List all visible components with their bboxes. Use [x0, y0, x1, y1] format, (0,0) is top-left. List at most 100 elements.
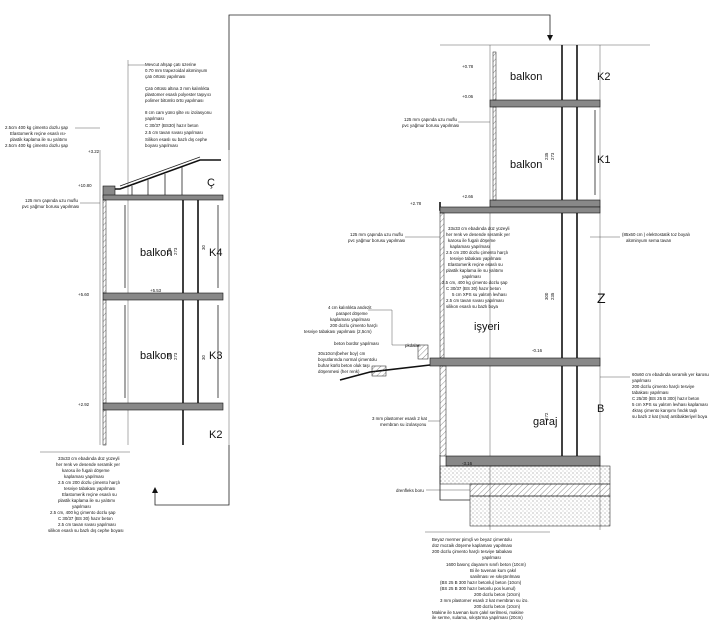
membrane-note: 3 mm plastomer esaslı 2 kat membran su i…	[372, 416, 440, 427]
svg-text:125 mm çapında uzu muflu: 125 mm çapında uzu muflu	[404, 117, 458, 122]
svg-text:yapılması: yapılması	[462, 274, 481, 279]
svg-text:200 dozlu beton (10cm): 200 dozlu beton (10cm)	[474, 592, 521, 597]
svg-text:33x33 cm ebadında düz yüzeyli: 33x33 cm ebadında düz yüzeyli	[58, 456, 120, 461]
svg-text:-3.16: -3.16	[462, 461, 473, 466]
svg-text:Elastomerik reçine esaslı ısı-: Elastomerik reçine esaslı ısı-	[10, 131, 67, 136]
svg-text:200 dozlu çimento harçlı: 200 dozlu çimento harçlı	[330, 323, 378, 328]
svg-text:boyası yapılması: boyası yapılması	[145, 143, 178, 148]
svg-text:(85x60 cm ) elektrostatik toz: (85x60 cm ) elektrostatik toz boyalı	[622, 232, 690, 237]
svg-text:drenfleks boru: drenfleks boru	[396, 488, 424, 493]
svg-text:Makine ile tuvenan kum çakıl s: Makine ile tuvenan kum çakıl serilmesi, …	[432, 610, 524, 615]
svg-text:silikon esaslı su bazlı boya: silikon esaslı su bazlı boya	[446, 304, 499, 309]
room-label-balkon-k3: balkon	[140, 350, 172, 362]
svg-text:2.5 cm 200 dozlu çimento harçl: 2.5 cm 200 dozlu çimento harçlı	[58, 480, 120, 485]
right-section: balkon K2 balkon K1 işyeri Z garaj B 235	[228, 14, 709, 620]
svg-text:235: 235	[167, 247, 172, 255]
svg-text:2.5 cm tavan sıvası yapılması: 2.5 cm tavan sıvası yapılması	[58, 522, 116, 527]
svg-text:Mevcut ahşap çatı üzerine: Mevcut ahşap çatı üzerine	[145, 62, 197, 67]
right-levels: +0.78 +0.06 +2.66 +2.78 -0.16 -3.16	[410, 64, 543, 466]
svg-text:kaplaması yapılması: kaplaması yapılması	[64, 474, 104, 479]
svg-text:30: 30	[201, 355, 206, 360]
svg-text:125 mm çapında uzu muflu: 125 mm çapında uzu muflu	[350, 232, 404, 237]
room-label-z: Z	[597, 290, 606, 306]
svg-text:Beyaz mermer pimçli ve beyaz ç: Beyaz mermer pimçli ve beyaz çimentolu	[432, 537, 512, 542]
svg-text:pvc yağmur borusu yapılması: pvc yağmur borusu yapılması	[402, 123, 459, 128]
svg-text:+0.06: +0.06	[462, 94, 474, 99]
svg-text:boyutlarında normal çimentolu: boyutlarında normal çimentolu	[318, 357, 377, 362]
svg-text:2.5 cm, 400 kg çimento dozlu ş: 2.5 cm, 400 kg çimento dozlu şap	[50, 510, 116, 515]
svg-text:1600 basınç dayanım sınıfı bet: 1600 basınç dayanım sınıfı beton (10cm)	[446, 562, 526, 567]
svg-text:(BS 25 B 300 hazır betonlu) be: (BS 25 B 300 hazır betonlu) beton (10cm)	[440, 580, 522, 585]
svg-text:çatı örtüsü yapılması: çatı örtüsü yapılması	[145, 74, 186, 79]
svg-text:2.5cm 400 kg çimento dozlu şap: 2.5cm 400 kg çimento dozlu şap	[5, 125, 69, 130]
svg-text:her renk ve desende seramik ye: her renk ve desende seramik yer	[56, 462, 120, 467]
room-label-isyeri: işyeri	[474, 321, 500, 333]
svg-text:300: 300	[544, 292, 549, 300]
right-dimensions: 235 273 300 235 272	[544, 152, 555, 420]
curb-note: beton bordür yapılması 30x10cm(beher boy…	[318, 341, 421, 374]
svg-text:200 dozlu çimento harçlı tesvi: 200 dozlu çimento harçlı tesviye tabakas…	[432, 549, 512, 554]
svg-text:yapılması: yapılması	[632, 378, 651, 383]
cap-note: 4 cm kalınlıkta andezit parapet döşeme k…	[304, 305, 418, 346]
roof	[102, 156, 224, 201]
svg-text:yapılması: yapılması	[72, 504, 91, 509]
svg-text:Elastomerik reçine esaslı su: Elastomerik reçine esaslı su	[448, 262, 503, 267]
svg-text:200 dozlu beton (10cm): 200 dozlu beton (10cm)	[474, 604, 521, 609]
roof-note: Mevcut ahşap çatı üzerine 0.70 mm trapez…	[128, 62, 212, 148]
garage-floor-note: 60x60 cm ebadında seramik yer karosu yap…	[600, 372, 709, 419]
drain-note: drenfleks boru	[396, 488, 470, 493]
gutter-note-right-mid: 125 mm çapında uzu muflu pvc yağmur boru…	[348, 232, 440, 243]
svg-text:tesviye tabakası yapılması: tesviye tabakası yapılması	[450, 256, 502, 261]
svg-text:tabakası yapılması: tabakası yapılması	[632, 390, 669, 395]
room-label-garaj: garaj	[533, 416, 557, 428]
room-label-balkon-k4: balkon	[140, 247, 172, 259]
svg-text:+3.22: +3.22	[88, 149, 100, 154]
svg-text:C 30/37 (BS 30) hazır beton: C 30/37 (BS 30) hazır beton	[58, 516, 113, 521]
svg-text:5 cm XPS su yalıtım levhası: 5 cm XPS su yalıtım levhası	[452, 292, 507, 297]
gutter-note-left: 125 mm çapında uzu muflu pvc yağmur boru…	[22, 198, 100, 209]
svg-text:her renk ve desende seramik ye: her renk ve desende seramik yer	[446, 232, 510, 237]
svg-text:plastik kaplama ile su yalıtım: plastik kaplama ile su yalıtımı	[10, 137, 67, 142]
svg-text:272: 272	[544, 412, 549, 420]
svg-text:8 cm cam yünü şilte ısı izolas: 8 cm cam yünü şilte ısı izolasyonu	[145, 110, 212, 115]
svg-text:273: 273	[173, 247, 178, 255]
svg-text:su bazlı 2 kat (mat) antibakte: su bazlı 2 kat (mat) antibakteriyel boya	[632, 414, 708, 419]
svg-text:yapılması: yapılması	[145, 116, 164, 121]
svg-text:beton bordür yapılması: beton bordür yapılması	[334, 341, 379, 346]
room-label-balkon-k1: balkon	[510, 159, 542, 171]
svg-text:tesviye tabakası yapılması (2,: tesviye tabakası yapılması (2,5cm)	[304, 329, 372, 334]
svg-text:plastomer esaslı polyester taş: plastomer esaslı polyester taşıyıcı	[145, 92, 211, 97]
svg-text:125 mm çapında uzu muflu: 125 mm çapında uzu muflu	[25, 198, 79, 203]
svg-text:kaplaması yapılması: kaplaması yapılması	[330, 317, 370, 322]
svg-text:C 30/37 (BS30) hazır beton: C 30/37 (BS30) hazır beton	[145, 123, 199, 128]
svg-text:235: 235	[544, 152, 549, 160]
slab-k4-floor	[102, 292, 224, 301]
svg-text:Silikon esaslı su bazlı dış ce: Silikon esaslı su bazlı dış cephe	[145, 137, 208, 142]
svg-text:4kraş çimento karışımı fındık: 4kraş çimento karışımı fındık taşlı	[632, 408, 697, 413]
room-label-k2-right: K2	[597, 71, 610, 83]
room-label-k2-left: K2	[209, 429, 222, 441]
svg-text:200 dozlu çimento harçlı tesvi: 200 dozlu çimento harçlı tesviye	[632, 384, 695, 389]
svg-text:C 30/37 (BS 30) hazır beton: C 30/37 (BS 30) hazır beton	[446, 286, 501, 291]
slab-k3-floor	[102, 402, 224, 411]
svg-text:3 mm plastomer esaslı 2 kat me: 3 mm plastomer esaslı 2 kat membran su i…	[440, 598, 529, 603]
svg-text:plastik kaplama ile su yalıtım: plastik kaplama ile su yalıtımı	[58, 498, 115, 503]
joinery-note: (85x60 cm ) elektrostatik toz boyalı alü…	[590, 232, 690, 243]
svg-text:273: 273	[173, 352, 178, 360]
gutter-note-right-top: 125 mm çapında uzu muflu pvc yağmur boru…	[402, 117, 490, 128]
svg-text:60x60 cm ebadında seramik yer: 60x60 cm ebadında seramik yer karosu	[632, 372, 709, 377]
pavement-label: pkdalan	[405, 343, 421, 348]
svg-text:pvc yağmur borusu yapılması: pvc yağmur borusu yapılması	[348, 238, 405, 243]
svg-text:ile serme, sulama, sıkıştırma: ile serme, sulama, sıkıştırma yapılması …	[432, 615, 523, 620]
svg-text:5 cm XPS su yalıtım levhası ka: 5 cm XPS su yalıtım levhası kaplaması	[632, 402, 708, 407]
svg-text:Çatı örtüsü altına 3 mm kalınl: Çatı örtüsü altına 3 mm kalınlıkta	[145, 86, 210, 91]
left-dimensions: 235 273 235 273 30 30	[167, 245, 206, 360]
svg-text:yapılması: yapılması	[482, 555, 501, 560]
svg-text:+2.92: +2.92	[78, 402, 90, 407]
svg-text:+5.60: +5.60	[78, 292, 90, 297]
svg-text:235: 235	[167, 352, 172, 360]
svg-text:273: 273	[550, 152, 555, 160]
svg-text:30: 30	[201, 245, 206, 250]
svg-text:Elastomerik reçine esaslı su: Elastomerik reçine esaslı su	[62, 492, 117, 497]
